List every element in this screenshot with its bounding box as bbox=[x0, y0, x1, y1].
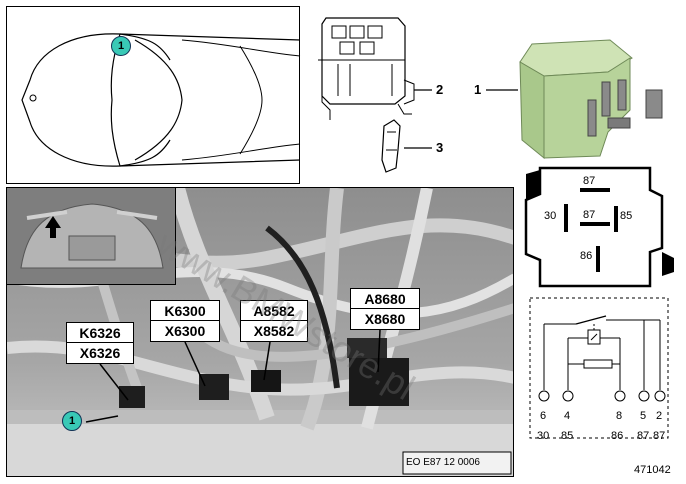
schematic-terminal-4: 87 bbox=[637, 430, 650, 442]
photo-code: EO E87 12 0006 bbox=[406, 457, 480, 468]
schematic-pin-5: 2 bbox=[656, 410, 663, 422]
schematic-terminal-3: 86 bbox=[611, 430, 624, 442]
schematic-pin-2: 4 bbox=[564, 410, 571, 422]
x8680-label: X8680 bbox=[350, 308, 420, 330]
schematic-terminal-5: 87 bbox=[653, 430, 666, 442]
schematic-terminal-1: 30 bbox=[537, 430, 550, 442]
x6300-label: X6300 bbox=[150, 320, 220, 342]
k6326-label: K6326 bbox=[66, 322, 134, 344]
pin-87-center: 87 bbox=[583, 209, 596, 221]
pin-85-right: 85 bbox=[620, 210, 633, 222]
pin-86-bottom: 86 bbox=[580, 250, 593, 262]
photo-marker-callout: 1 bbox=[62, 411, 82, 431]
car-location-panel bbox=[6, 6, 300, 184]
part-2-label: 2 bbox=[436, 82, 444, 97]
schematic-pin-1: 6 bbox=[540, 410, 547, 422]
inset-engine-bay bbox=[7, 188, 175, 284]
a8680-label: A8680 bbox=[350, 288, 420, 310]
schematic-pin-3: 8 bbox=[616, 410, 623, 422]
schematic-terminal-2: 85 bbox=[561, 430, 574, 442]
a8582-label: A8582 bbox=[240, 300, 308, 322]
part-3-label: 3 bbox=[436, 140, 444, 155]
pin-87-top: 87 bbox=[583, 175, 596, 187]
car-marker-callout: 1 bbox=[111, 36, 131, 56]
schematic-pin-4: 5 bbox=[640, 410, 647, 422]
x8582-label: X8582 bbox=[240, 320, 308, 342]
figure-id: 471042 bbox=[634, 464, 671, 476]
part-1-label: 1 bbox=[474, 82, 482, 97]
pin-30-left: 30 bbox=[544, 210, 557, 222]
inset-photo bbox=[6, 187, 176, 285]
k6300-label: K6300 bbox=[150, 300, 220, 322]
x6326-label: X6326 bbox=[66, 342, 134, 364]
